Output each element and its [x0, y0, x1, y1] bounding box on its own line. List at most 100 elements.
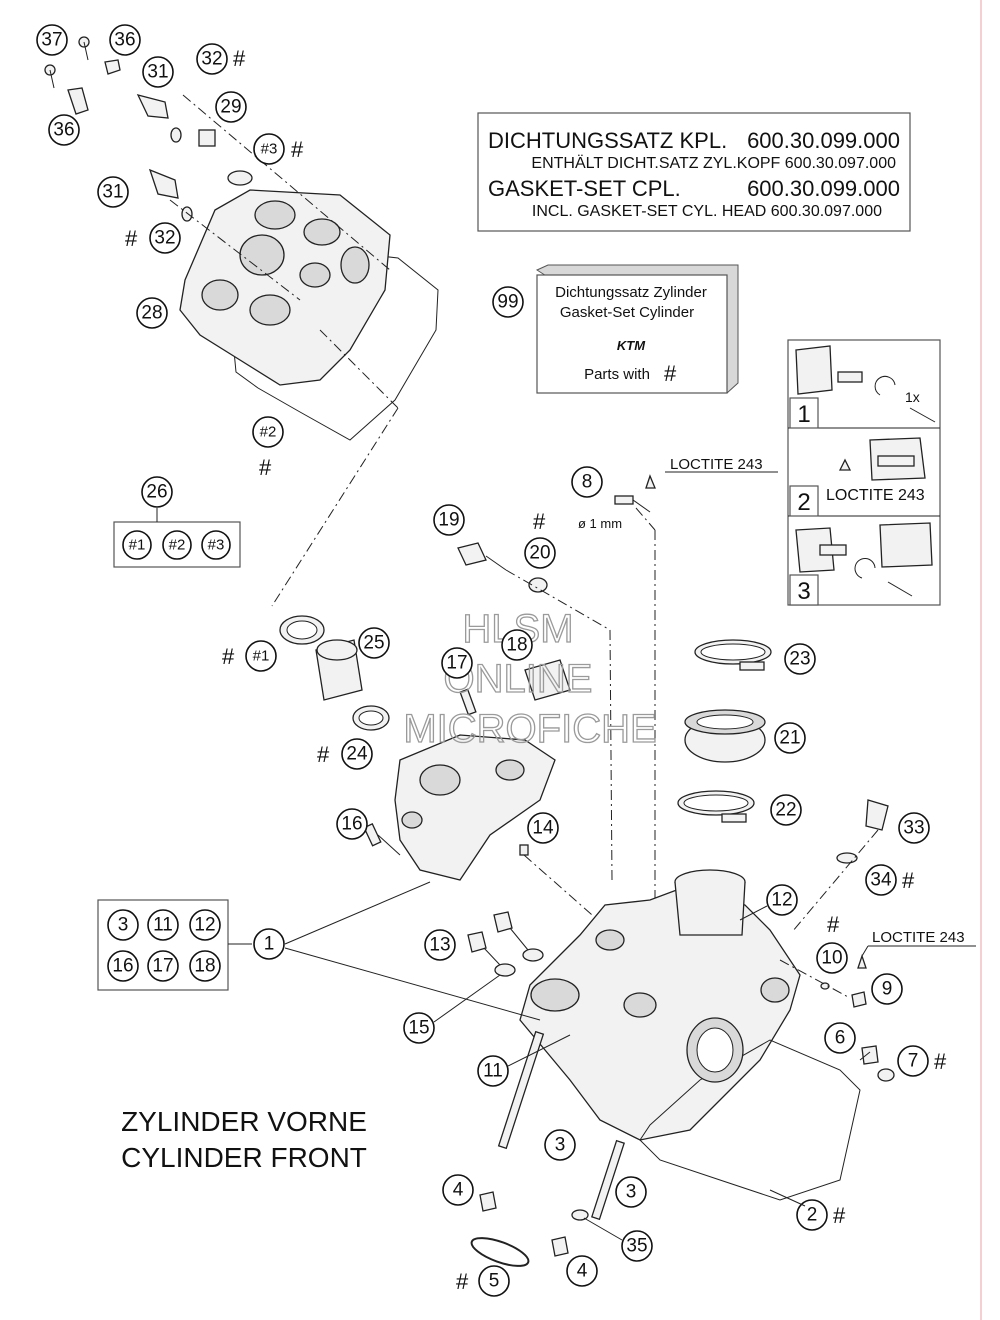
svg-text:99: 99 [497, 292, 518, 313]
callout-22[interactable]: 22 [770, 794, 802, 826]
hash-2: # [259, 455, 272, 480]
callout-17[interactable]: 17 [441, 647, 473, 679]
svg-text:24: 24 [346, 744, 368, 765]
svg-text:4: 4 [577, 1261, 588, 1282]
group-1-item-18[interactable]: 18 [189, 950, 221, 982]
step-1-number: 1 [797, 401, 810, 428]
callout-19[interactable]: 19 [433, 504, 465, 536]
step-1-note: 1x [905, 389, 920, 405]
svg-text:6: 6 [835, 1028, 846, 1049]
svg-text:36: 36 [114, 30, 135, 51]
hash-10: # [827, 912, 840, 937]
svg-text:MICROFICHE: MICROFICHE [403, 707, 656, 751]
callout-15[interactable]: 15 [403, 1012, 435, 1044]
svg-text:28: 28 [141, 303, 162, 324]
svg-text:31: 31 [147, 62, 168, 83]
step-2-loctite: LOCTITE 243 [826, 487, 925, 504]
callout-24[interactable]: 24 [341, 738, 373, 770]
svg-text:26: 26 [146, 482, 167, 503]
group-26-item-1[interactable]: #1 [122, 530, 152, 560]
set99-line1: Dichtungssatz Zylinder [555, 284, 707, 301]
callout-32-top[interactable]: 32 [196, 43, 228, 75]
group-1-item-12[interactable]: 12 [189, 909, 221, 941]
group-1-item-16[interactable]: 16 [107, 950, 139, 982]
hash-24: # [317, 742, 330, 767]
hash-7: # [934, 1049, 947, 1074]
callout-1[interactable]: 1 [253, 928, 285, 960]
callout-9[interactable]: 9 [871, 973, 903, 1005]
svg-text:16: 16 [112, 956, 133, 977]
hash-32-mid: # [125, 226, 138, 251]
callout-36-top[interactable]: 36 [109, 24, 141, 56]
cylinder-head-drawing [467, 869, 895, 1267]
svg-text:3: 3 [555, 1135, 566, 1156]
svg-text:12: 12 [194, 915, 215, 936]
title-line-1: ZYLINDER VORNE [121, 1106, 367, 1137]
group-26-item-2[interactable]: #2 [162, 530, 192, 560]
ktm-logo: KTM [617, 338, 646, 353]
svg-text:3: 3 [118, 915, 129, 936]
callout-7[interactable]: 7 [897, 1045, 929, 1077]
callout-8[interactable]: 8 [571, 466, 603, 498]
svg-text:23: 23 [789, 649, 810, 670]
svg-text:9: 9 [882, 979, 893, 1000]
hash-5: # [456, 1269, 469, 1294]
callout-16[interactable]: 16 [336, 808, 368, 840]
callout-33[interactable]: 33 [898, 812, 930, 844]
callout-11[interactable]: 11 [477, 1055, 509, 1087]
callout-25[interactable]: 25 [358, 627, 390, 659]
group-1-item-11[interactable]: 11 [147, 909, 179, 941]
callout-34[interactable]: 34 [865, 864, 897, 896]
hash-2-bottom: # [833, 1203, 846, 1228]
callout-3-lower[interactable]: 3 [615, 1176, 647, 1208]
camshaft-parts-drawing [279, 542, 701, 1011]
svg-text:25: 25 [363, 633, 384, 654]
callout-37[interactable]: 37 [36, 24, 68, 56]
callout-35[interactable]: 35 [621, 1230, 653, 1262]
callout-1-hash[interactable]: #1 [245, 640, 277, 672]
callout-2[interactable]: 2 [796, 1199, 828, 1231]
callout-3-hash[interactable]: #3 [253, 133, 285, 165]
group-26-item-3[interactable]: #3 [201, 530, 231, 560]
callout-4-left[interactable]: 4 [442, 1174, 474, 1206]
svg-text:32: 32 [154, 228, 175, 249]
part-8-area: LOCTITE 243 ø 1 mm [578, 456, 778, 905]
callout-2-hash[interactable]: #2 [252, 416, 284, 448]
callout-10[interactable]: 10 [816, 942, 848, 974]
callout-32-mid[interactable]: 32 [149, 222, 181, 254]
callout-6[interactable]: 6 [824, 1022, 856, 1054]
callout-4-right[interactable]: 4 [566, 1255, 598, 1287]
svg-text:29: 29 [220, 97, 241, 118]
svg-text:17: 17 [446, 653, 467, 674]
callout-20[interactable]: 20 [524, 537, 556, 569]
step-3-number: 3 [797, 578, 810, 605]
callout-3-upper[interactable]: 3 [544, 1129, 576, 1161]
callout-18[interactable]: 18 [501, 629, 533, 661]
svg-text:4: 4 [453, 1180, 464, 1201]
callout-21[interactable]: 21 [774, 722, 806, 754]
svg-text:20: 20 [529, 543, 550, 564]
hash-32-top: # [233, 46, 246, 71]
callout-31-mid[interactable]: 31 [97, 176, 129, 208]
svg-text:2: 2 [807, 1205, 818, 1226]
svg-text:33: 33 [903, 818, 924, 839]
callout-12[interactable]: 12 [766, 884, 798, 916]
svg-text:#1: #1 [253, 648, 270, 665]
group-1-item-17[interactable]: 17 [147, 950, 179, 982]
callout-31-top[interactable]: 31 [142, 56, 174, 88]
callout-36-left[interactable]: 36 [48, 114, 80, 146]
callout-14[interactable]: 14 [527, 812, 559, 844]
callout-99[interactable]: 99 [492, 286, 524, 318]
callout-5[interactable]: 5 [478, 1265, 510, 1297]
callout-23[interactable]: 23 [784, 643, 816, 675]
hash-1: # [222, 644, 235, 669]
callout-29[interactable]: 29 [215, 91, 247, 123]
svg-text:18: 18 [194, 956, 215, 977]
callout-28[interactable]: 28 [136, 297, 168, 329]
group-1-item-3[interactable]: 3 [107, 909, 139, 941]
svg-text:#1: #1 [129, 537, 146, 554]
callout-13[interactable]: 13 [424, 929, 456, 961]
callout-26[interactable]: 26 [141, 476, 173, 508]
title-line-2: CYLINDER FRONT [121, 1142, 367, 1173]
svg-text:12: 12 [771, 890, 792, 911]
